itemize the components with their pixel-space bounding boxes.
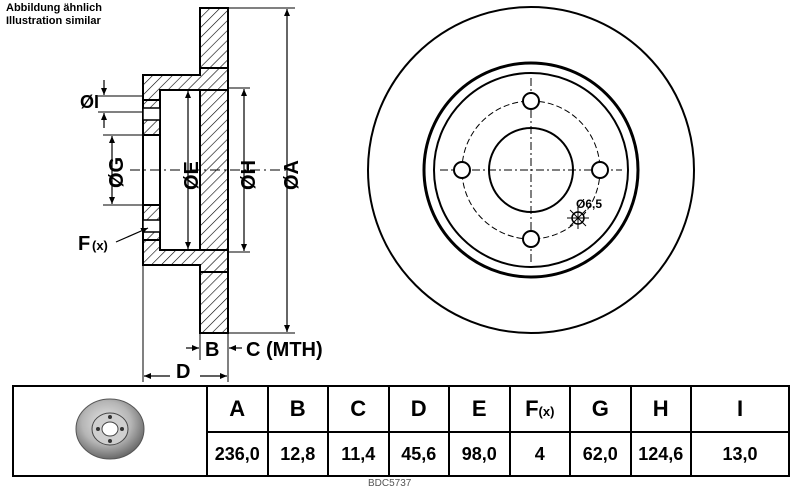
dim-G: ØG <box>103 134 143 206</box>
dim-B-C: B C (MTH) <box>186 333 323 361</box>
bolt-hole-left <box>453 161 471 179</box>
label-A: ØA <box>281 160 303 190</box>
header-D: D <box>387 385 450 433</box>
label-D: D <box>176 361 190 383</box>
spec-header-row: A B C D E F(x) G H I <box>12 385 790 477</box>
illustration-caption: Abbildung ähnlich Illustration similar <box>6 2 102 28</box>
bolt-hole-top <box>522 92 540 110</box>
disc-thumbnail-cell <box>12 385 208 477</box>
dim-F: F (x) <box>78 227 149 255</box>
label-F-suffix: (x) <box>92 238 108 253</box>
header-E: E <box>448 385 511 433</box>
label-bolt-hole-diameter: Ø6,5 <box>576 197 602 211</box>
disc-cross-section <box>130 7 290 334</box>
label-H: ØH <box>238 160 260 190</box>
value-A: 236,0 <box>206 431 269 477</box>
label-E: ØE <box>181 161 203 190</box>
disc-front-view: Ø6,5 <box>367 6 695 334</box>
header-F-suffix: (x) <box>538 404 555 419</box>
value-C: 11,4 <box>327 431 390 477</box>
header-A: A <box>206 385 269 433</box>
part-number-code: BDC5737 <box>368 478 412 489</box>
header-C: C <box>327 385 390 433</box>
value-H: 124,6 <box>629 431 692 477</box>
label-B: B <box>205 339 219 361</box>
disc-thumbnail-image <box>75 398 145 459</box>
caption-english: Illustration similar <box>6 15 101 27</box>
dim-I: ØI <box>80 80 143 128</box>
value-B: 12,8 <box>266 431 329 477</box>
dim-E: ØE <box>181 91 203 249</box>
header-H: H <box>629 385 692 433</box>
value-D: 45,6 <box>387 431 450 477</box>
header-B: B <box>266 385 329 433</box>
locating-hole <box>567 207 589 229</box>
label-F: F <box>78 233 90 255</box>
bolt-hole-section-top <box>142 107 161 121</box>
header-I: I <box>690 385 790 433</box>
dim-D: D <box>142 265 229 383</box>
hat-flange-bottom <box>142 239 229 273</box>
spec-table: A B C D E F(x) G H I 236,0 12,8 11,4 45,… <box>12 385 790 477</box>
caption-german: Abbildung ähnlich <box>6 2 102 14</box>
spec-value-row: 236,0 12,8 11,4 45,6 98,0 4 62,0 124,6 1… <box>13 431 790 477</box>
header-F: F(x) <box>508 385 571 433</box>
header-F-letter: F <box>525 396 539 421</box>
bolt-hole-bottom <box>522 230 540 248</box>
value-I: 13,0 <box>690 431 790 477</box>
value-E: 98,0 <box>448 431 511 477</box>
value-F: 4 <box>508 431 571 477</box>
dim-H: ØH <box>228 87 260 253</box>
header-G: G <box>569 385 632 433</box>
label-G: ØG <box>106 157 128 188</box>
label-I: ØI <box>80 92 99 112</box>
bolt-hole-right <box>591 161 609 179</box>
value-G: 62,0 <box>569 431 632 477</box>
dim-A: ØA <box>228 7 303 334</box>
bolt-hole-section-bottom <box>142 219 161 233</box>
label-C: C (MTH) <box>246 339 323 361</box>
